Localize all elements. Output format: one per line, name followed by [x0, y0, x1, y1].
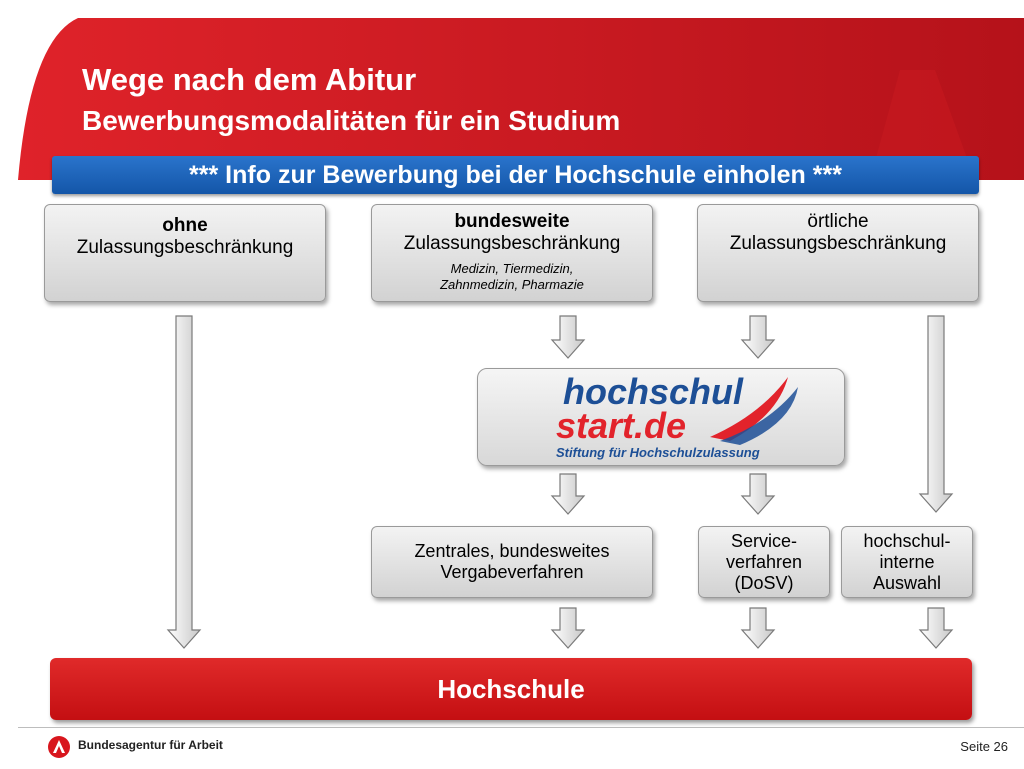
page-subtitle: Bewerbungsmodalitäten für ein Studium — [82, 105, 621, 136]
arrow-nationwide-to-logo — [550, 315, 586, 359]
arrow-central-to-hochschule — [550, 607, 586, 649]
arrow-service-to-hochschule — [740, 607, 776, 649]
arrow-logo-to-central — [550, 473, 586, 515]
arrow-long-left — [166, 315, 202, 649]
watermark-logo — [870, 70, 975, 180]
box-service-procedure: Service-verfahren (DoSV) — [698, 526, 830, 598]
agency-logo-icon — [48, 736, 70, 758]
swoosh-icon — [710, 377, 798, 445]
logo-line-1: hochschul — [563, 371, 744, 412]
box-internal-selection: hochschul-interne Auswahl — [841, 526, 973, 598]
note-line-2: Zahnmedizin, Pharmazie — [440, 277, 584, 292]
info-banner: *** Info zur Bewerbung bei der Hochschul… — [52, 156, 979, 194]
box-nationwide-restriction: bundesweite Zulassungsbeschränkung Mediz… — [371, 204, 653, 302]
page-number: Seite 26 — [960, 739, 1008, 754]
logo-tagline: Stiftung für Hochschulzulassung — [556, 445, 760, 460]
hochschulstart-logo-box: hochschul start.de Stiftung für Hochschu… — [477, 368, 845, 466]
page-title: Wege nach dem Abitur — [82, 62, 417, 97]
box-no-restriction: ohne Zulassungsbeschränkung — [44, 204, 326, 302]
box-nationwide-bold: bundesweite — [454, 211, 570, 232]
logo-line-2: start.de — [556, 405, 687, 446]
box-no-restriction-bold: ohne — [162, 215, 208, 236]
arrow-logo-to-service — [740, 473, 776, 515]
box-local-restriction: örtliche Zulassungsbeschränkung — [697, 204, 979, 302]
box-local-text: Zulassungsbeschränkung — [729, 233, 947, 254]
arrow-internal-to-hochschule — [918, 607, 954, 649]
footer-organization: Bundesagentur für Arbeit — [78, 738, 223, 752]
box-central-procedure: Zentrales, bundesweites Vergabeverfahren — [371, 526, 653, 598]
hochschule-target: Hochschule — [50, 658, 972, 720]
note-line-1: Medizin, Tiermedizin, — [450, 261, 574, 276]
arrow-long-right — [918, 315, 954, 513]
box-nationwide-note: Medizin, Tiermedizin,Zahnmedizin, Pharma… — [372, 261, 652, 293]
header-background — [0, 18, 1024, 180]
box-nationwide-text: Zulassungsbeschränkung — [403, 233, 621, 254]
arrow-local-to-logo — [740, 315, 776, 359]
box-no-restriction-text: Zulassungsbeschränkung — [76, 237, 294, 258]
box-local-bold: örtliche — [807, 211, 869, 232]
footer-divider — [18, 727, 1024, 728]
